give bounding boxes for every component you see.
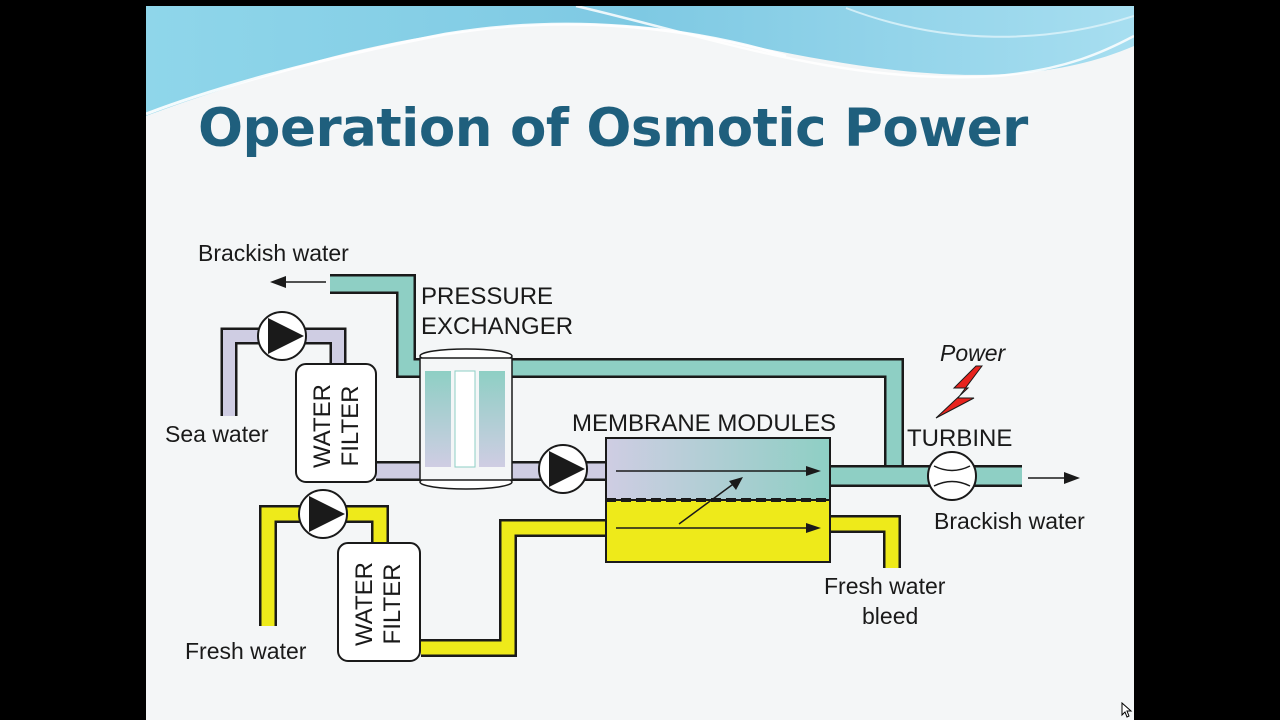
power-bolt-icon xyxy=(935,365,983,419)
pressure-exchanger-label-2: EXCHANGER xyxy=(421,313,573,340)
seawater-filter: WATER FILTER xyxy=(295,363,377,483)
osmosis-arrow xyxy=(678,481,737,525)
freshwater-filter: WATER FILTER xyxy=(337,542,421,662)
membrane-modules xyxy=(605,437,831,563)
brackish-out-arrow xyxy=(270,276,326,288)
sea-water-label: Sea water xyxy=(165,421,269,447)
outlet-arrow xyxy=(1028,472,1080,484)
fresh-water-label: Fresh water xyxy=(185,638,307,664)
membrane-modules-label: MEMBRANE MODULES xyxy=(572,410,836,437)
freshwater-pump-icon xyxy=(298,489,348,539)
slide-background-wave xyxy=(146,6,1134,116)
fresh-water-bleed-label-2: bleed xyxy=(862,603,918,629)
freshwater-pipes xyxy=(259,505,901,657)
osmotic-power-diagram: WATER FILTER WATER FILTER Brackish water… xyxy=(165,240,1085,664)
seawater-filter-label-1: WATER xyxy=(309,384,336,468)
fresh-water-bleed-label-1: Fresh water xyxy=(824,573,946,599)
power-label: Power xyxy=(940,340,1007,366)
freshwater-filter-label-1: WATER xyxy=(351,562,378,646)
slide-title: Operation of Osmotic Power xyxy=(198,98,1028,159)
turbine-label: TURBINE xyxy=(907,425,1012,452)
seawater-filter-label-2: FILTER xyxy=(337,386,364,467)
pressure-exchanger-label-1: PRESSURE xyxy=(421,283,553,310)
freshwater-filter-label-2: FILTER xyxy=(379,564,406,645)
booster-pump-icon xyxy=(538,444,588,494)
pressure-exchanger xyxy=(419,348,513,490)
brackish-water-out-label: Brackish water xyxy=(198,240,349,266)
brackish-water-outlet-label: Brackish water xyxy=(934,508,1085,534)
seawater-pump-icon xyxy=(257,311,307,361)
brackish-pipes xyxy=(330,274,1022,487)
fresh-water-bleed-pipe xyxy=(829,515,901,568)
turbine-icon xyxy=(927,451,977,501)
mouse-cursor-icon xyxy=(1121,702,1133,718)
slide: Operation of Osmotic Power xyxy=(146,6,1134,720)
